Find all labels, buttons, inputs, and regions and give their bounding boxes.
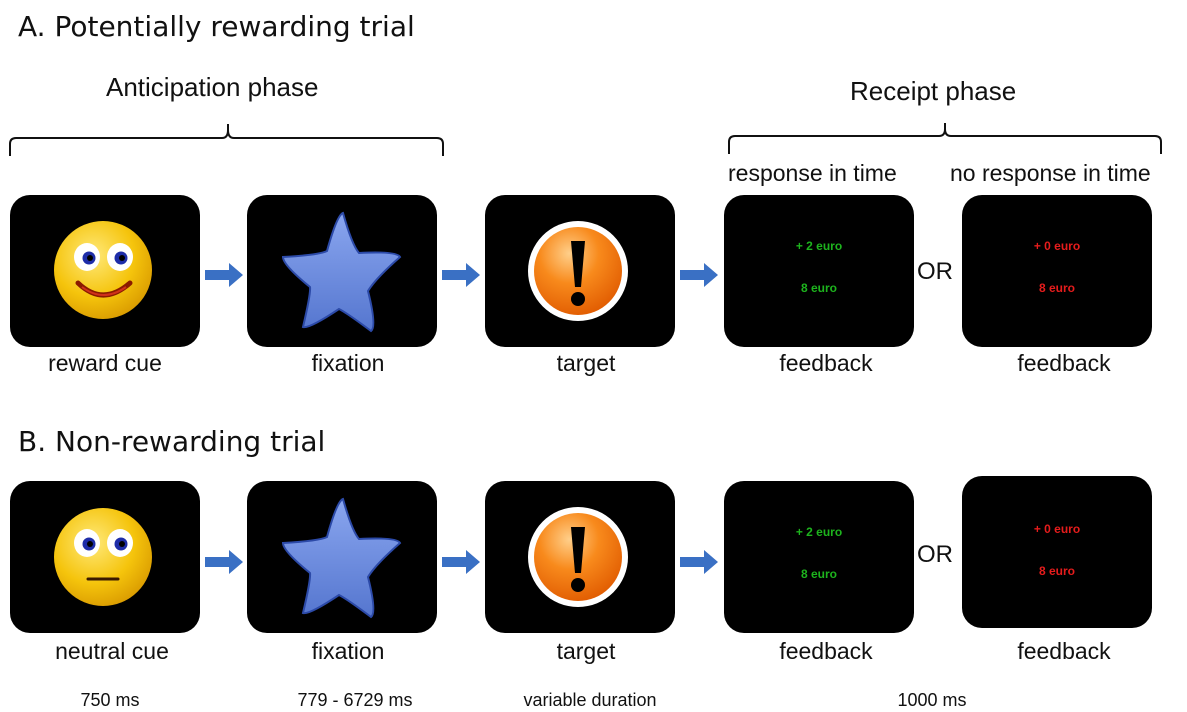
duration-target: variable duration: [523, 690, 657, 710]
fixation-screen-a: [247, 195, 437, 347]
arrow-right-icon: [205, 263, 243, 287]
feedback-win-screen-b: + 2 euro 8 euro: [724, 481, 914, 633]
label-target: target: [556, 350, 616, 376]
or-label-b: OR: [917, 541, 953, 568]
feedback-total-text: 8 euro: [800, 281, 837, 295]
target-screen-b: [485, 481, 675, 633]
arrow-right-icon: [680, 550, 718, 574]
feedback-gain-text: + 0 euro: [1033, 522, 1081, 536]
arrow-right-icon: [442, 263, 480, 287]
feedback-total-text: 8 euro: [1038, 564, 1075, 578]
exclamation-target-icon: [528, 221, 628, 321]
arrow-right-icon: [680, 263, 718, 287]
receipt-phase-label: Receipt phase: [850, 76, 1017, 106]
or-label-a: OR: [917, 258, 953, 285]
receipt-brace: [728, 123, 1162, 154]
feedback-gain-text: + 2 euro: [795, 239, 843, 253]
arrow-right-icon: [442, 550, 480, 574]
duration-cue: 750 ms: [80, 690, 140, 710]
target-screen-a: [485, 195, 675, 347]
feedback-gain-text: + 0 euro: [1033, 239, 1081, 253]
smiley-happy-icon: [54, 221, 152, 319]
label-fixation: fixation: [311, 638, 385, 664]
panel-b-title: B. Non-rewarding trial: [18, 425, 326, 458]
label-feedback: feedback: [779, 350, 873, 376]
arrow-right-icon: [205, 550, 243, 574]
feedback-miss-screen-a: + 0 euro 8 euro: [962, 195, 1152, 347]
neutral-cue-screen: [10, 481, 200, 633]
label-feedback: feedback: [1017, 350, 1111, 376]
label-feedback: feedback: [1017, 638, 1111, 664]
feedback-total-text: 8 euro: [800, 567, 837, 581]
star-icon: [281, 497, 402, 619]
feedback-win-screen-a: + 2 euro 8 euro: [724, 195, 914, 347]
smiley-neutral-icon: [54, 508, 152, 606]
anticipation-brace: [9, 124, 444, 156]
anticipation-phase-label: Anticipation phase: [106, 72, 319, 102]
label-fixation: fixation: [311, 350, 385, 376]
duration-fixation: 779 - 6729 ms: [297, 690, 413, 710]
label-reward-cue: reward cue: [48, 350, 162, 376]
response-in-time-label: response in time: [728, 160, 897, 186]
star-icon: [281, 211, 402, 333]
label-feedback: feedback: [779, 638, 873, 664]
feedback-miss-screen-b: + 0 euro 8 euro: [962, 476, 1152, 628]
exclamation-target-icon: [528, 507, 628, 607]
feedback-gain-text: + 2 euro: [795, 525, 843, 539]
label-target: target: [556, 638, 616, 664]
feedback-total-text: 8 euro: [1038, 281, 1075, 295]
fixation-screen-b: [247, 481, 437, 633]
label-neutral-cue: neutral cue: [55, 638, 169, 664]
duration-feedback: 1000 ms: [897, 690, 967, 710]
no-response-in-time-label: no response in time: [950, 160, 1151, 186]
reward-cue-screen: [10, 195, 200, 347]
panel-a-title: A. Potentially rewarding trial: [18, 10, 415, 43]
